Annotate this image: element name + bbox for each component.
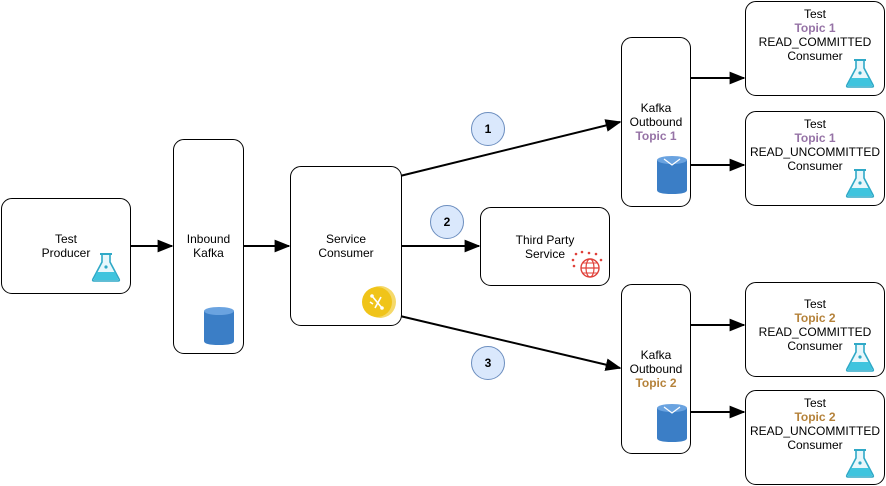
test-consumer-label: Test Topic 2 READ_UNCOMMITTED Consumer <box>745 396 885 452</box>
outbound2-topic: Topic 2 <box>635 376 677 390</box>
inbound-kafka-line2: Kafka <box>193 246 224 260</box>
consumer-mode: READ_UNCOMMITTED <box>749 424 880 438</box>
flask-icon <box>91 253 121 282</box>
consumer-line1: Test <box>803 7 826 21</box>
third-party-service-label: Third Party Service <box>480 233 610 261</box>
globe-icon <box>571 250 603 278</box>
flask-icon <box>845 59 875 88</box>
test-consumer-label: Test Topic 1 READ_UNCOMMITTED Consumer <box>745 117 885 173</box>
consumer-mode: READ_COMMITTED <box>758 35 872 49</box>
consumer-topic: Topic 2 <box>794 311 836 325</box>
outbound2-line1: Kafka <box>640 348 672 362</box>
consumer-line1: Test <box>803 117 826 131</box>
consumer-line1: Test <box>803 297 826 311</box>
database-icon <box>657 404 687 442</box>
consumer-mode: READ_UNCOMMITTED <box>749 145 880 159</box>
service-consumer-line2: Consumer <box>318 246 374 260</box>
test-producer-line1: Test <box>54 232 77 246</box>
inbound-kafka-label: Inbound Kafka <box>173 232 244 260</box>
consumer-topic: Topic 1 <box>794 21 836 35</box>
consumer-line4: Consumer <box>787 159 843 173</box>
step-2-badge: 2 <box>430 205 464 239</box>
arrow-service-to-outbound2 <box>399 315 622 371</box>
consumer-mode: READ_COMMITTED <box>758 325 872 339</box>
test-producer-line2: Producer <box>41 246 91 260</box>
outbound2-line2: Outbound <box>629 362 683 376</box>
inbound-kafka-line1: Inbound <box>186 232 231 246</box>
test-producer-label: Test Producer <box>1 232 131 260</box>
consumer-line4: Consumer <box>787 49 843 63</box>
service-consumer-label: Service Consumer <box>290 232 402 260</box>
outbound1-line2: Outbound <box>629 115 683 129</box>
outbound1-line1: Kafka <box>640 101 672 115</box>
consumer-topic: Topic 2 <box>794 410 836 424</box>
consumer-line4: Consumer <box>787 438 843 452</box>
test-consumer-label: Test Topic 1 READ_COMMITTED Consumer <box>745 7 885 63</box>
consumer-line4: Consumer <box>787 339 843 353</box>
kafka-outbound-topic1-label: Kafka Outbound Topic 1 <box>621 101 691 143</box>
database-icon <box>204 307 234 345</box>
test-consumer-label: Test Topic 2 READ_COMMITTED Consumer <box>745 297 885 353</box>
third-party-line2: Service <box>524 247 565 261</box>
consumer-topic: Topic 1 <box>794 131 836 145</box>
step-1-badge: 1 <box>471 112 505 146</box>
kafka-outbound-topic2-label: Kafka Outbound Topic 2 <box>621 348 691 390</box>
service-icon <box>362 286 396 318</box>
outbound1-topic: Topic 1 <box>635 129 677 143</box>
third-party-line1: Third Party <box>515 233 575 247</box>
flask-icon <box>845 169 875 198</box>
step-3-badge: 3 <box>471 346 505 380</box>
flask-icon <box>845 449 875 478</box>
consumer-line1: Test <box>803 396 826 410</box>
flask-icon <box>845 343 875 372</box>
database-icon <box>657 156 687 194</box>
service-consumer-line1: Service <box>325 232 366 246</box>
arrow-service-to-outbound1 <box>399 119 622 177</box>
